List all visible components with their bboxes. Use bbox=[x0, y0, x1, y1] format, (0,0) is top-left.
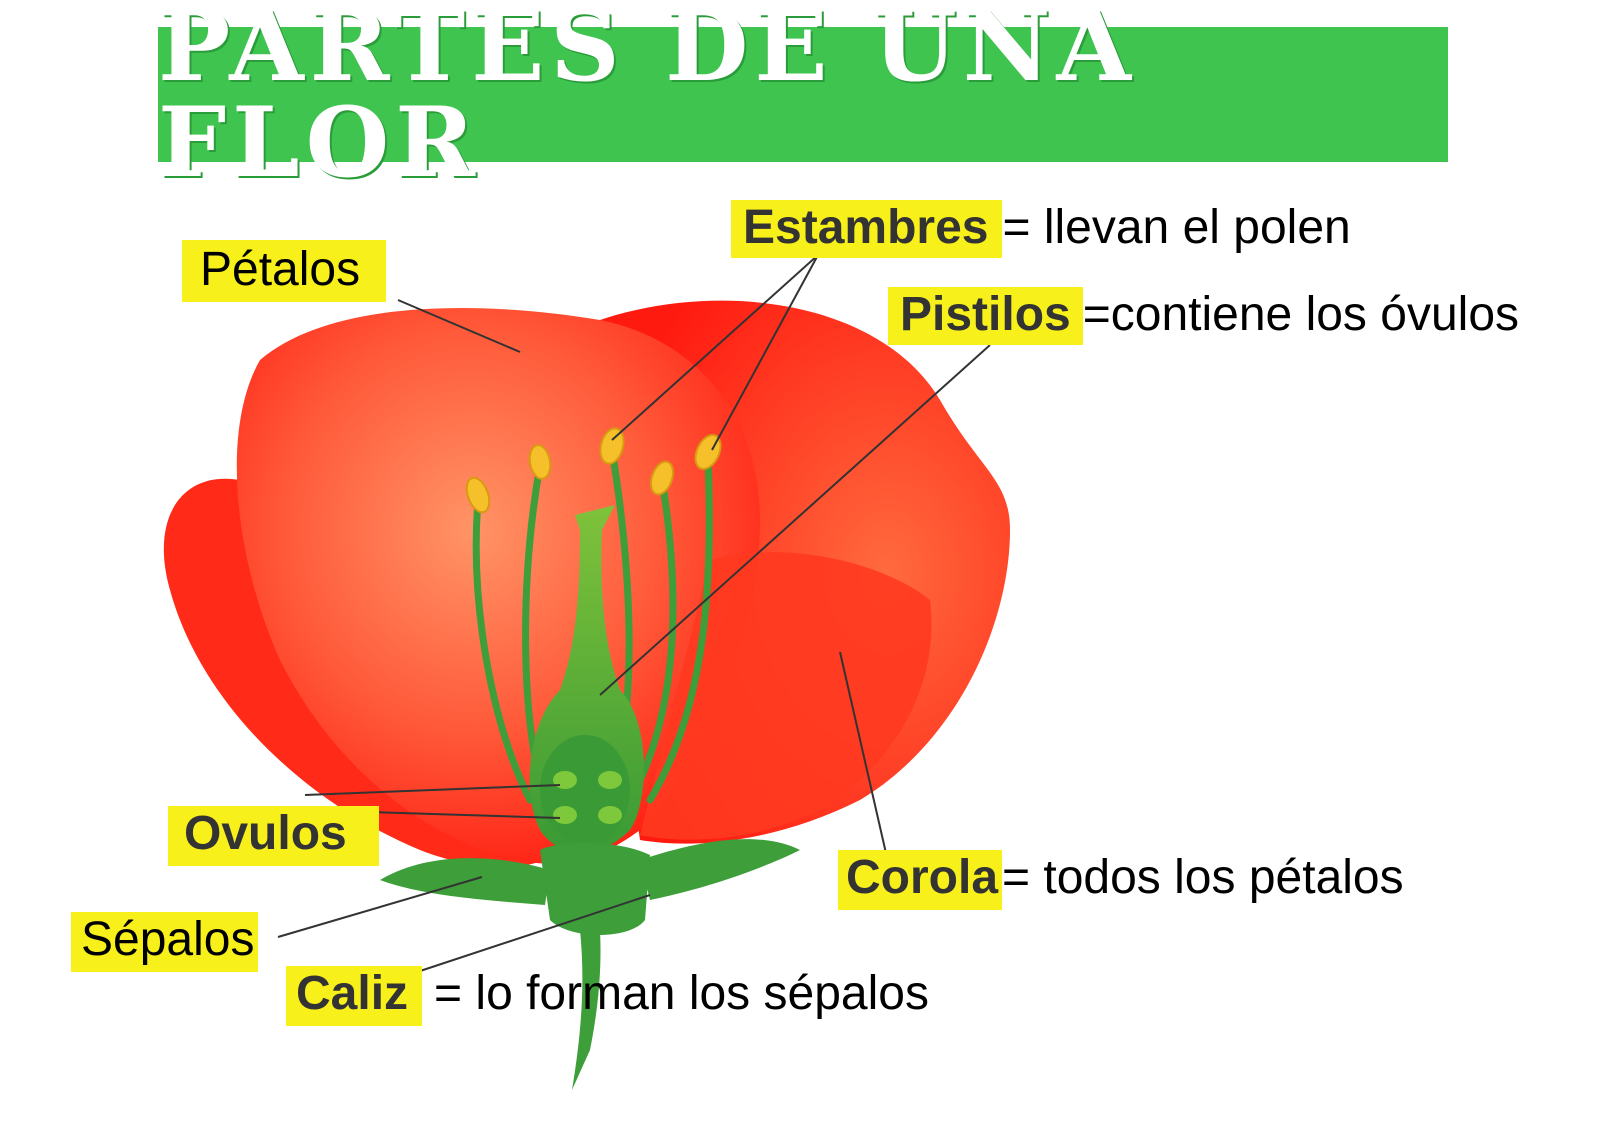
caliz-description: = lo forman los sépalos bbox=[434, 967, 929, 1020]
label-estambres: Estambres= llevan el polen bbox=[731, 200, 1351, 258]
ovulos-label: Ovulos bbox=[168, 806, 379, 866]
pistilos-description: =contiene los óvulos bbox=[1083, 288, 1519, 341]
label-corola: Corola= todos los pétalos bbox=[838, 850, 1404, 910]
label-sepalos: Sépalos bbox=[71, 912, 258, 972]
corola-description: = todos los pétalos bbox=[1002, 851, 1404, 904]
label-pistilos: Pistilos=contiene los óvulos bbox=[888, 287, 1519, 345]
pistilos-label: Pistilos bbox=[888, 287, 1083, 345]
label-caliz: Caliz= lo forman los sépalos bbox=[286, 966, 929, 1026]
label-petalos: Pétalos bbox=[182, 240, 386, 302]
estambres-label: Estambres bbox=[731, 200, 1002, 258]
petalos-label: Pétalos bbox=[182, 240, 386, 302]
label-ovulos: Ovulos bbox=[168, 806, 379, 866]
caliz-label: Caliz bbox=[286, 966, 422, 1026]
estambres-description: = llevan el polen bbox=[1002, 201, 1350, 254]
sepalos-label: Sépalos bbox=[71, 912, 258, 972]
corola-label: Corola bbox=[838, 850, 1002, 910]
